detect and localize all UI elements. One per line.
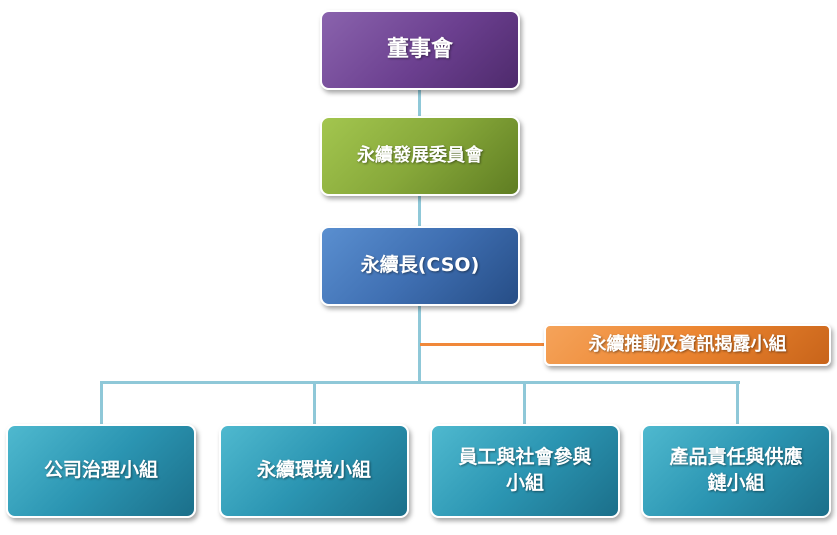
governance-group-label: 公司治理小組 [43,459,158,482]
cso-label: 永續長(CSO) [360,254,480,277]
connector-cso-trunk [418,304,421,384]
committee-label: 永續發展委員會 [357,144,483,166]
connector-drop-env [313,381,316,426]
connector-horizontal-bar [100,381,740,384]
environment-group-label: 永續環境小組 [256,459,371,482]
product-supply-chain-group-label: 產品責任與供應 鏈小組 [669,446,803,494]
board-label: 董事會 [386,37,453,63]
environment-group-node: 永續環境小組 [219,424,409,518]
promotion-disclosure-group-node: 永續推動及資訊揭露小組 [544,324,831,366]
connector-committee-cso [418,194,421,228]
connector-board-committee [418,88,421,118]
connector-drop-gov [100,381,103,426]
employee-social-group-node: 員工與社會參與 小組 [430,424,620,518]
promotion-group-label: 永續推動及資訊揭露小組 [588,333,787,355]
connector-promotion-group [420,343,546,346]
connector-drop-soc [523,381,526,426]
governance-group-node: 公司治理小組 [6,424,196,518]
connector-drop-prod [736,381,739,426]
board-node: 董事會 [320,10,520,90]
cso-node: 永續長(CSO) [320,226,520,306]
sustainability-committee-node: 永續發展委員會 [320,116,520,196]
employee-social-group-label: 員工與社會參與 小組 [458,446,592,494]
product-supply-chain-group-node: 產品責任與供應 鏈小組 [641,424,831,518]
